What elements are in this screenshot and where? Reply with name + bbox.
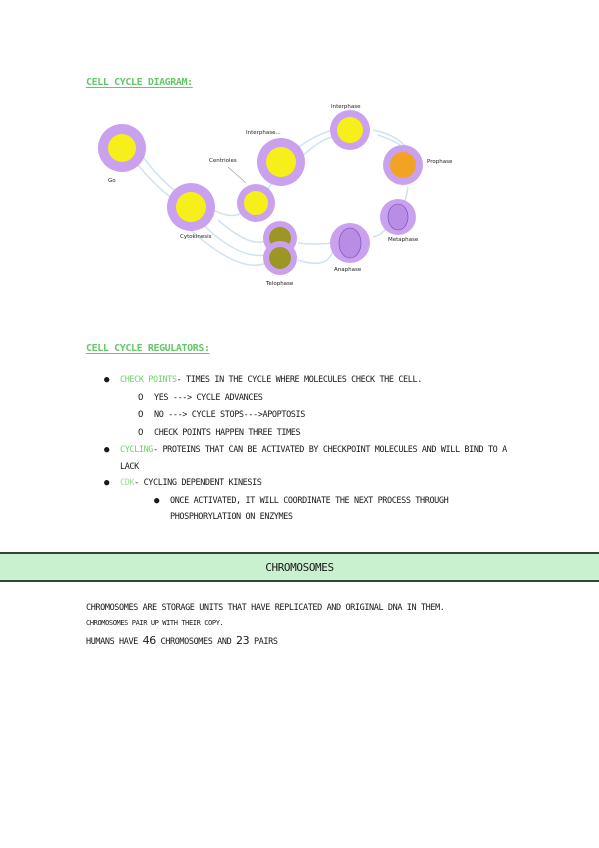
- list-item-cycling: ● CYCLING- PROTEINS THAT CAN BE ACTIVATE…: [104, 442, 524, 475]
- bullet: ●: [154, 495, 160, 506]
- sub-item-text: NO ---> CYCLE STOPS--->APOPTOSIS: [154, 410, 305, 421]
- line3-pre: HUMANS HAVE: [86, 637, 138, 648]
- bullet: ●: [104, 445, 110, 456]
- cdk-sub-text: ONCE ACTIVATED, IT WILL COORDINATE THE N…: [170, 495, 449, 523]
- spindle-anaphase: [338, 227, 362, 259]
- list-item-sub-3: o CHECK POINTS HAPPEN THREE TIMES: [104, 425, 524, 443]
- sub-item-text: CHECK POINTS HAPPEN THREE TIMES: [154, 427, 301, 438]
- term-cdk: CDK: [120, 478, 135, 489]
- count-pairs: 23: [236, 634, 250, 648]
- desc-cdk: - CYCLING DEPENDENT KINESIS: [134, 478, 262, 489]
- spindle-metaphase: [387, 203, 409, 231]
- nucleus-cytokinesis: [176, 192, 206, 222]
- desc-cycling: - PROTEINS THAT CAN BE ACTIVATED BY CHEC…: [120, 445, 507, 472]
- nucleus-interphase: [337, 117, 363, 143]
- list-item-sub-1: o YES ---> CYCLE ADVANCES: [104, 390, 524, 408]
- label-interphase-2: Interphase...: [246, 130, 281, 136]
- line3-mid: CHROMOSOMES AND: [160, 637, 232, 648]
- term-check-points: CHECK POINTS: [120, 375, 177, 385]
- nucleus-telophase-bottom: [269, 247, 291, 269]
- sub-item-text: YES ---> CYCLE ADVANCES: [154, 392, 263, 403]
- label-interphase: Interphase: [331, 104, 361, 110]
- chromosomes-banner: CHROMOSOMES: [0, 552, 599, 582]
- regulators-list: ● CHECK POINTS- TIMES IN THE CYCLE WHERE…: [104, 372, 524, 526]
- nucleus-centrioles: [244, 191, 268, 215]
- diagram-title: CELL CYCLE DIAGRAM:: [86, 77, 193, 88]
- label-go: Go: [108, 178, 116, 184]
- list-item-cdk: ● CDK- CYCLING DEPENDENT KINESIS: [104, 475, 524, 493]
- regulators-title: CELL CYCLE REGULATORS:: [86, 343, 210, 354]
- chromosomes-line-3: HUMANS HAVE 46 CHROMOSOMES AND 23 PAIRS: [86, 630, 445, 651]
- chromosomes-line-2: CHROMOSOMES PAIR UP WITH THEIR COPY.: [86, 618, 224, 627]
- nucleus-go: [108, 134, 136, 162]
- desc-check-points: - TIMES IN THE CYCLE WHERE MOLECULES CHE…: [176, 375, 423, 385]
- bullet: ●: [104, 478, 110, 489]
- sub-bullet: o: [138, 392, 144, 403]
- nucleus-prophase: [390, 152, 416, 178]
- label-prophase: Prophase: [427, 159, 453, 165]
- cell-cycle-diagram: Go Cytokinesis Interphase... Centrioles …: [98, 104, 453, 287]
- term-cycling: CYCLING: [120, 445, 154, 456]
- sub-bullet: o: [138, 410, 144, 421]
- label-anaphase: Anaphase: [334, 267, 362, 273]
- list-item-check-points: ● CHECK POINTS- TIMES IN THE CYCLE WHERE…: [104, 372, 524, 390]
- sub-bullet: o: [138, 427, 144, 438]
- bullet: ●: [104, 375, 110, 385]
- chromosomes-line-1: CHROMOSOMES ARE STORAGE UNITS THAT HAVE …: [86, 603, 445, 613]
- list-item-cdk-sub: ● ONCE ACTIVATED, IT WILL COORDINATE THE…: [104, 493, 524, 526]
- label-centrioles: Centrioles: [209, 158, 237, 164]
- list-item-sub-2: o NO ---> CYCLE STOPS--->APOPTOSIS: [104, 407, 524, 425]
- count-chromosomes: 46: [142, 634, 157, 648]
- label-telophase: Telophase: [265, 281, 294, 287]
- chromosomes-title: CHROMOSOMES: [265, 560, 334, 574]
- chromosomes-text: CHROMOSOMES ARE STORAGE UNITS THAT HAVE …: [86, 600, 445, 652]
- line3-post: PAIRS: [253, 637, 278, 648]
- label-cytokinesis: Cytokinesis: [180, 234, 212, 240]
- nucleus-interphase-2: [266, 147, 296, 177]
- centrioles-pointer: [227, 166, 247, 184]
- label-metaphase: Metaphase: [388, 237, 419, 243]
